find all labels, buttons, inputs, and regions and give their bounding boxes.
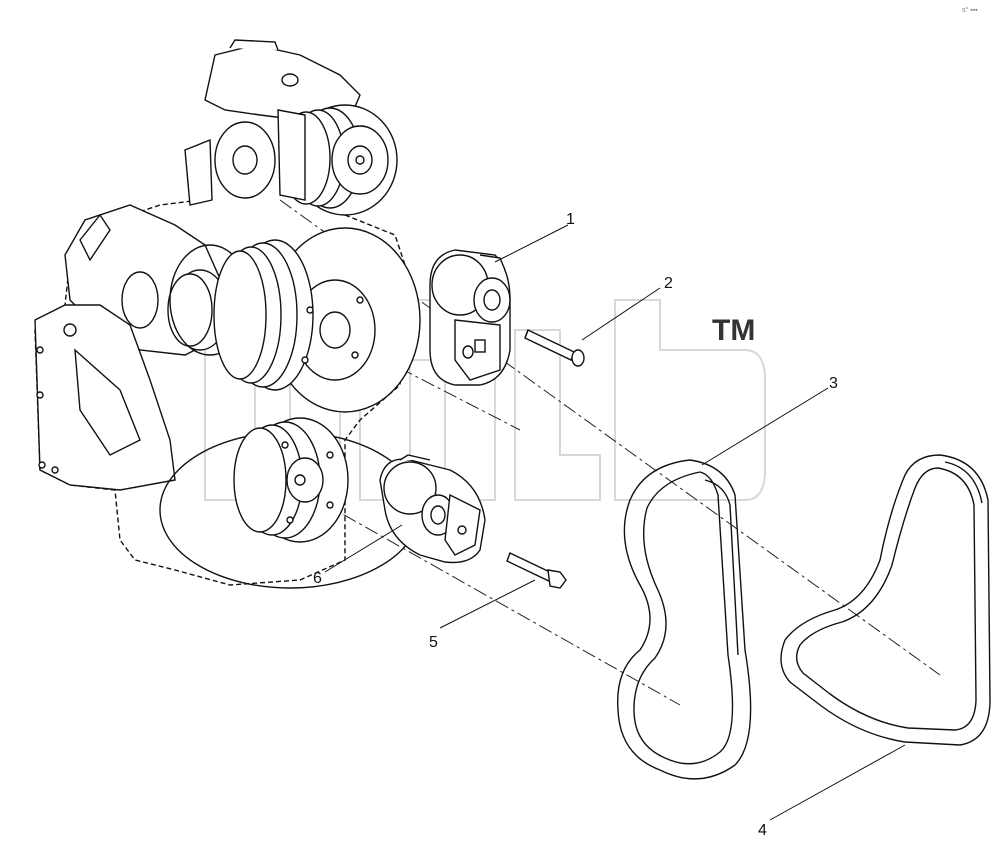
callout-4: 4: [758, 822, 767, 839]
bolt-2: [524, 329, 585, 367]
belt-3: [616, 459, 752, 780]
belt-4: [780, 454, 991, 746]
callout-3: 3: [829, 375, 838, 392]
bracket: [184, 121, 276, 206]
callouts: 1 2 3 4 5 6: [313, 211, 838, 839]
ac-compressor: [204, 39, 398, 216]
watermark-tm: TM: [712, 314, 755, 347]
crankshaft-pulley: [159, 227, 421, 589]
callout-5: 5: [429, 634, 438, 651]
callout-6: 6: [313, 570, 322, 587]
corner-mark: s° ▪▪▪: [962, 6, 978, 14]
bolt-5: [506, 552, 567, 589]
engine-assembly: [34, 39, 421, 589]
tensioner-lower: [379, 454, 486, 564]
leader-lines: [324, 224, 906, 821]
callout-2: 2: [664, 275, 673, 292]
tensioner-upper: [429, 249, 511, 386]
lower-pulley: [233, 417, 349, 543]
callout-1: 1: [566, 211, 575, 228]
front-cover: [34, 304, 176, 491]
